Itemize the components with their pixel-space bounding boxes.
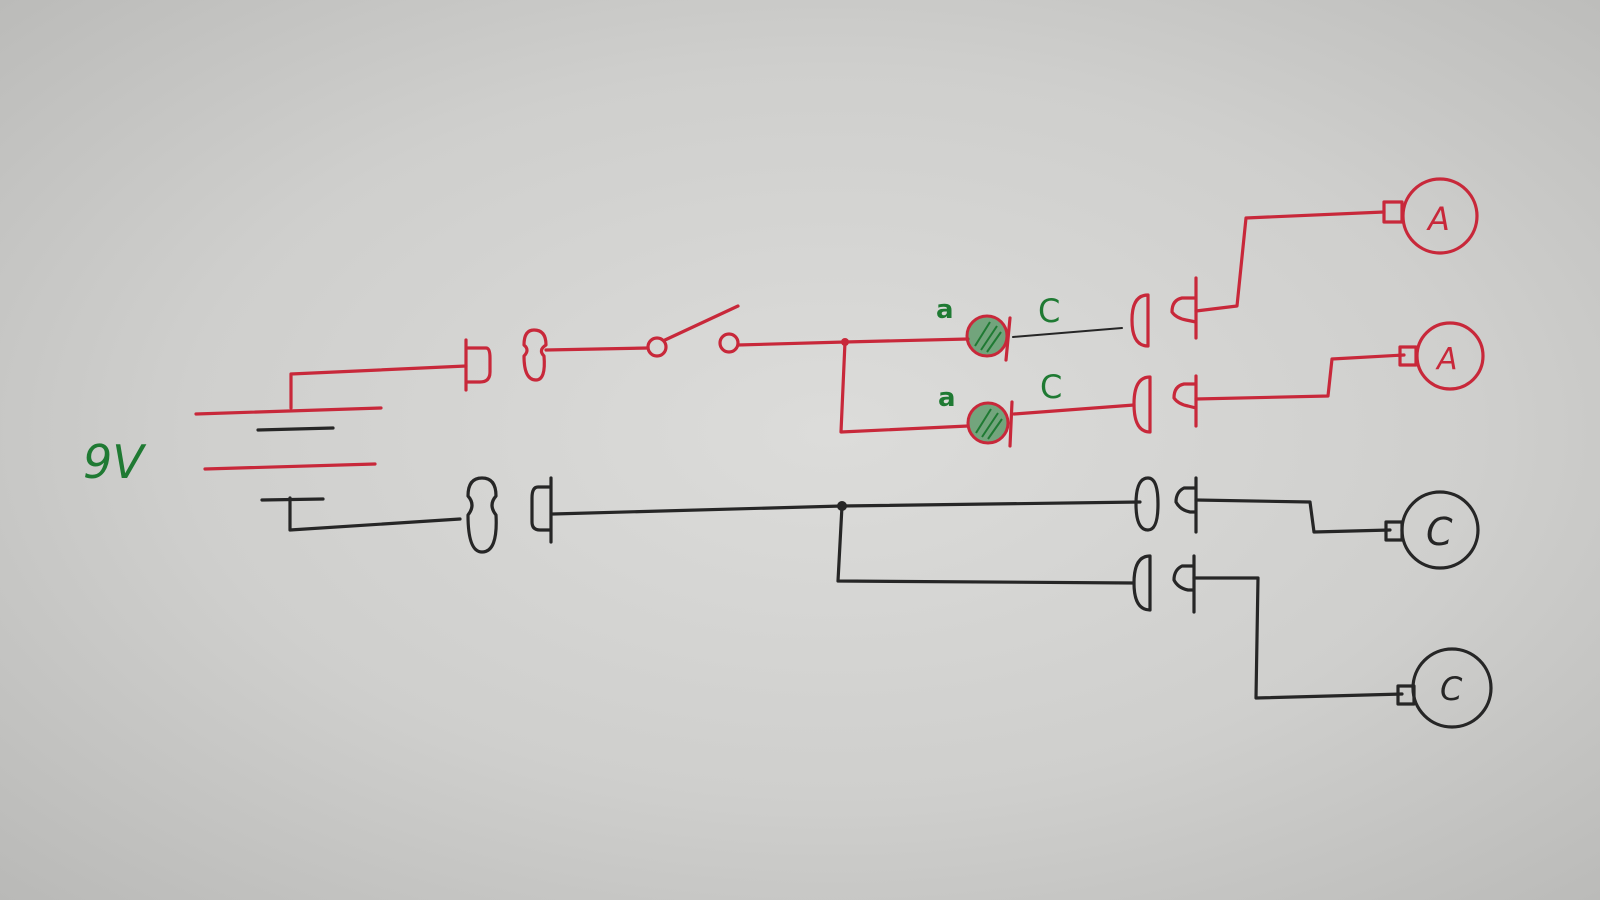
red-branch-bottom-female: [1132, 375, 1152, 434]
black-load-1-circle: [1400, 490, 1480, 570]
junction-to-led-bottom-wire: [839, 340, 970, 434]
black-branch-connector-bottom: [1132, 554, 1493, 729]
led-top-body: [965, 314, 1009, 358]
red-branch-top-wire: [1194, 210, 1386, 313]
battery-plate-long-1: [194, 406, 383, 416]
red-branch-connector-bottom: [1132, 321, 1485, 434]
negative-wire-path: [288, 476, 1142, 585]
red-load-2-label: A: [1435, 342, 1458, 377]
black-connector-to-junction-wire: [551, 504, 844, 516]
black-branch-top-wire: [1194, 498, 1392, 534]
led-bottom-body: [966, 401, 1010, 445]
switch-contact-left: [646, 336, 668, 358]
black-branch-top-male: [1174, 476, 1198, 534]
red-load-1-connector: [1382, 200, 1404, 224]
led-bottom-anode-label: a: [938, 383, 956, 413]
black-connector-male: [530, 476, 553, 544]
led-bottom-hatch: [975, 408, 1003, 440]
junction-to-led-top-wire: [843, 337, 970, 344]
led-bottom-to-connector-wire: [1012, 403, 1136, 416]
red-load-2-connector: [1398, 345, 1418, 367]
black-branch-top-female: [1134, 476, 1160, 532]
battery-plate-short-2: [260, 497, 325, 502]
black-load-2-label: C: [1440, 670, 1463, 708]
junction-to-black-bottom-wire: [836, 504, 1136, 585]
led-bottom-cathode-bar: [1008, 400, 1014, 448]
black-connector-female: [466, 476, 498, 554]
black-branch-bottom-male: [1172, 554, 1196, 614]
black-load-2-connector: [1396, 684, 1416, 706]
led-top-cathode-bar: [1004, 316, 1012, 362]
red-load-1-circle: [1401, 177, 1479, 255]
black-branch-bottom-female: [1132, 554, 1152, 612]
red-branch-bottom-male: [1172, 374, 1198, 428]
black-load-1-label: C: [1426, 510, 1453, 554]
red-connector-female: [522, 328, 548, 382]
led-top-to-connector-wire: [1012, 327, 1123, 338]
led-top-cathode-label: C: [1038, 292, 1060, 330]
led-bottom: [966, 400, 1136, 448]
battery-to-black-connector-wire: [288, 496, 462, 532]
red-connector-male: [464, 338, 492, 392]
led-top-hatch: [974, 321, 1002, 353]
switch-contact-right: [718, 332, 740, 354]
black-branch-bottom-wire: [1192, 576, 1404, 700]
battery-voltage-label: 9V: [83, 435, 147, 489]
battery-to-connector-wire: [289, 364, 468, 410]
red-load-1-label: A: [1426, 200, 1450, 238]
led-top: [965, 314, 1123, 362]
switch-to-junction-wire: [736, 340, 847, 347]
battery-plate-short-1: [256, 426, 335, 432]
positive-wire-path: [289, 304, 970, 434]
switch-lever: [663, 304, 740, 342]
junction-to-black-top-wire: [840, 500, 1142, 508]
red-branch-bottom-wire: [1194, 353, 1406, 401]
battery-plate-long-2: [203, 462, 377, 471]
battery-symbol: [194, 406, 383, 502]
black-load-2-circle: [1411, 647, 1493, 729]
red-branch-connector-top: [1130, 177, 1479, 348]
red-branch-top-male: [1170, 276, 1198, 340]
red-load-2-circle: [1415, 321, 1485, 391]
led-bottom-cathode-label: C: [1040, 368, 1062, 406]
connector-to-switch-wire: [544, 346, 650, 352]
black-branch-connector-top: [1134, 476, 1480, 570]
led-top-anode-label: a: [936, 295, 954, 325]
red-branch-top-female: [1130, 293, 1150, 348]
